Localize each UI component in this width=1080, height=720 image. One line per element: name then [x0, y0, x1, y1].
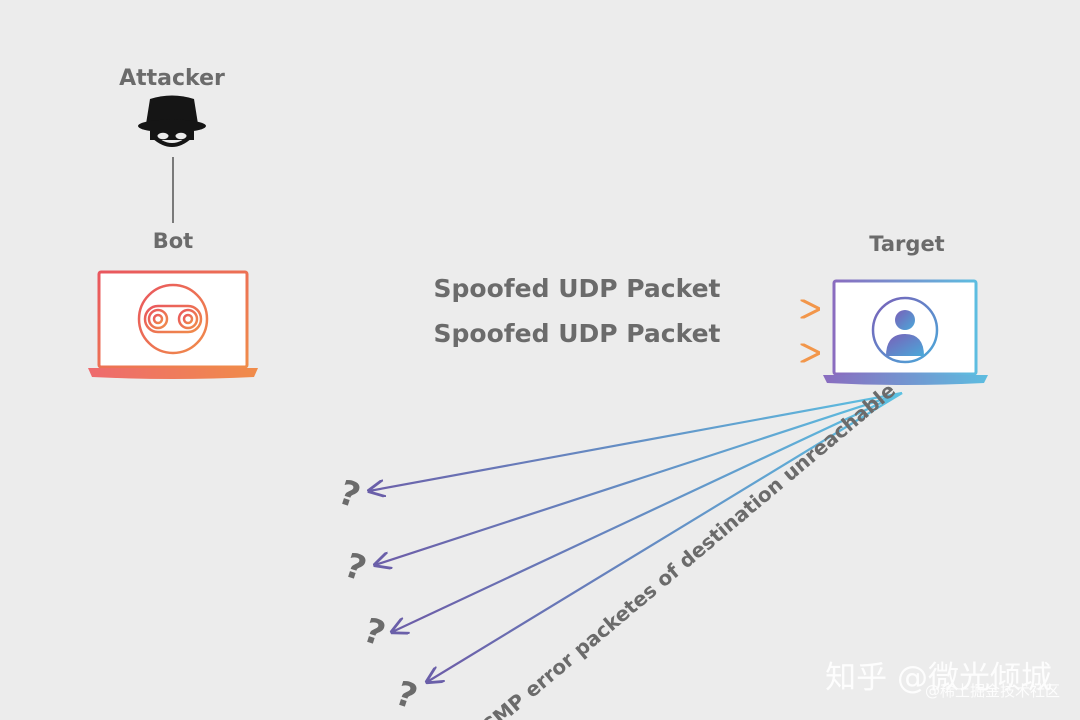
watermark-primary: 知乎 @微光倾城: [825, 660, 1052, 696]
watermark: 知乎 @微光倾城 @稀土掘金技术社区: [825, 660, 1060, 700]
target-label: Target: [869, 232, 944, 256]
icmp-arrow-4: [427, 392, 903, 682]
question-mark-1: ?: [334, 472, 365, 516]
packet-label-1: Spoofed UDP Packet: [434, 274, 721, 303]
attacker-node: Attacker: [119, 66, 225, 223]
bot-node: Bot: [88, 229, 258, 379]
icmp-arrow-3: [392, 392, 903, 632]
question-mark-3: ?: [359, 610, 390, 654]
icmp-return-arrows: [369, 391, 903, 682]
question-mark-2: ?: [340, 545, 371, 589]
spoofed-packets: Spoofed UDP Packet Spoofed UDP Packet: [248, 274, 818, 353]
target-node: Target: [823, 232, 988, 385]
attacker-label: Attacker: [119, 66, 225, 91]
robot-face-icon: [137, 283, 209, 355]
spy-icon: [138, 95, 206, 147]
icmp-arrow-2: [375, 391, 903, 565]
watermark-secondary: @稀土掘金技术社区: [925, 682, 1060, 700]
bot-label: Bot: [153, 229, 193, 253]
icmp-arrow-1: [369, 391, 903, 491]
user-avatar-icon: [871, 296, 939, 364]
target-laptop-icon: [823, 279, 988, 385]
question-mark-4: ?: [391, 673, 422, 717]
packet-label-2: Spoofed UDP Packet: [434, 319, 721, 348]
unknown-destinations: ? ? ? ?: [334, 472, 422, 717]
bot-laptop-icon: [88, 270, 258, 379]
